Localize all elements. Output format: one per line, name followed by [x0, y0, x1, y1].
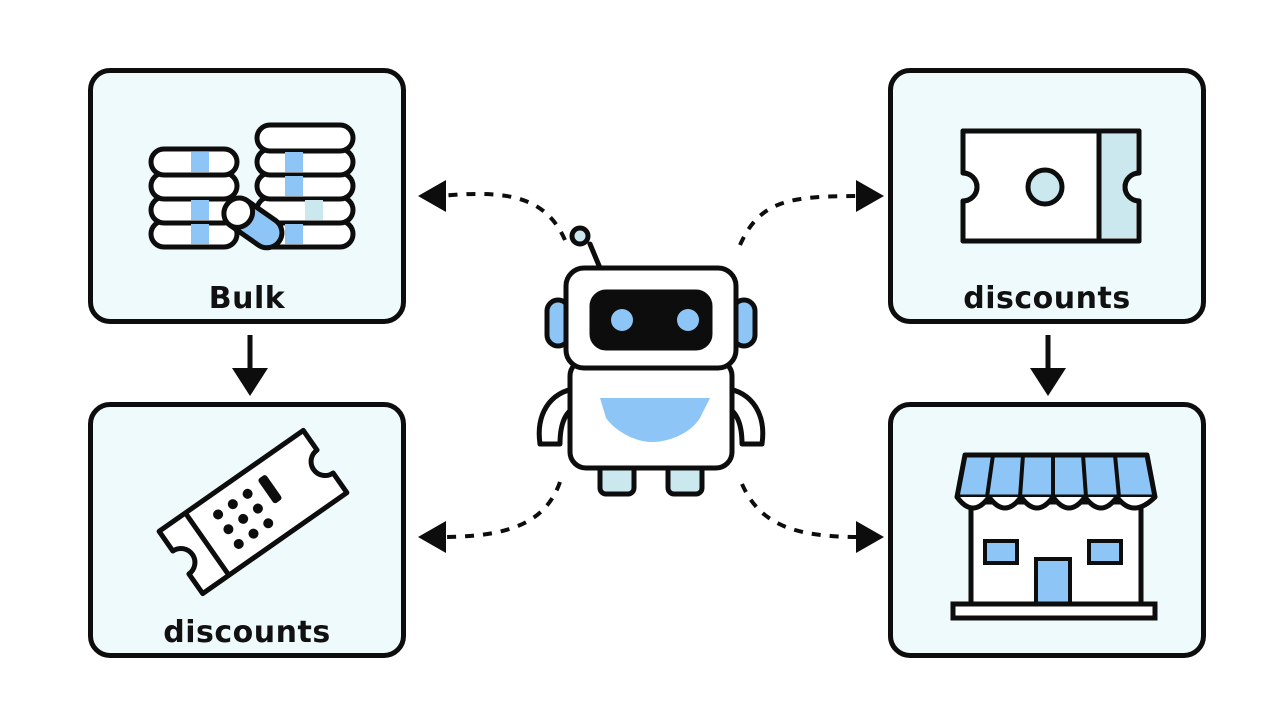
down-arrow-left	[232, 335, 268, 396]
node-label-discounts-right: discounts	[963, 281, 1131, 316]
dashed-arrow-to-shop	[740, 483, 884, 553]
storefront-icon	[950, 452, 1158, 621]
node-label-bulk: Bulk	[208, 281, 286, 316]
coupon-icon	[960, 128, 1142, 244]
node-label-discounts-left: discounts	[163, 615, 331, 650]
dashed-arrow-to-bulk	[418, 180, 567, 241]
card-ticket-discounts: discounts	[88, 402, 406, 658]
dashed-arrow-to-ticket	[418, 481, 562, 553]
dashed-arrow-to-coupon	[738, 180, 884, 246]
card-storefront	[888, 402, 1206, 658]
card-coupon-discounts: discounts	[888, 68, 1206, 324]
card-bulk: Bulk	[88, 68, 406, 324]
ticket-icon	[156, 427, 350, 597]
down-arrow-right	[1030, 335, 1066, 396]
coin-stacks-icon	[148, 122, 356, 251]
